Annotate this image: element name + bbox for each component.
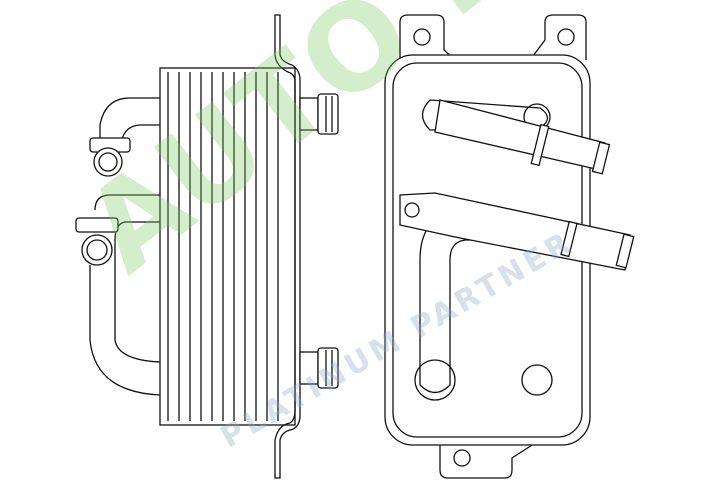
cooler-plates [167,72,279,421]
front-view [384,14,635,479]
upper-elbow-pipe [89,97,160,177]
mounting-flange [274,14,301,479]
top-right-tab [529,14,587,61]
bottom-tab [439,439,541,479]
lower-pipe [399,192,635,271]
mounting-hole [413,28,431,46]
upper-fitting [299,93,339,135]
port-circle [521,364,553,396]
upper-pipe [434,99,611,175]
lower-fitting [299,347,339,389]
lower-u-pipe [75,194,161,396]
mounting-hole [557,28,575,46]
mounting-hole [453,449,471,467]
plate-stack [159,67,296,426]
port-circle [414,359,456,401]
side-view [75,14,339,479]
top-left-tab [399,14,456,61]
